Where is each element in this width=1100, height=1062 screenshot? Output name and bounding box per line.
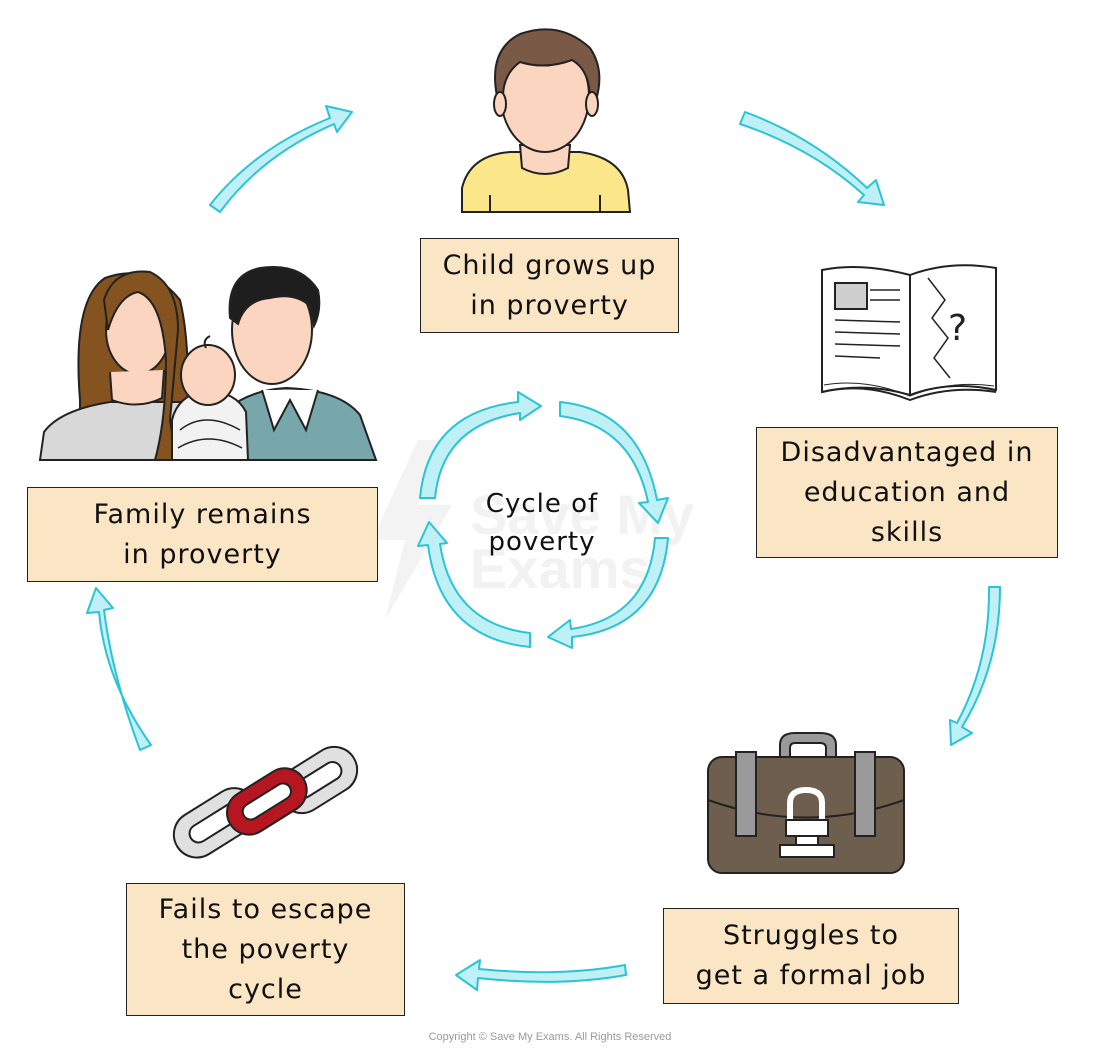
step-disadvantaged: Disadvantaged in education and skills (756, 427, 1058, 558)
briefcase-icon (707, 732, 905, 874)
step-text-line: the poverty (181, 933, 350, 965)
broken-chain-icon (172, 745, 359, 859)
step-text-line: Fails to escape (158, 893, 373, 925)
outer-arrows (86, 105, 1001, 991)
arrow-struggles-to-fails (455, 959, 627, 991)
step-struggles-job: Struggles to get a formal job (663, 908, 959, 1004)
open-book-icon: ? (821, 264, 997, 402)
copyright-notice: Copyright © Save My Exams. All Rights Re… (428, 1031, 672, 1043)
inner-cycle-arrows (417, 391, 669, 649)
inner-arrow-bottom-right (547, 537, 669, 649)
svg-text:?: ? (948, 308, 967, 349)
step-text-line: education and (803, 476, 1011, 508)
step-text-line: skills (870, 516, 944, 548)
center-label: Cycle of poverty (485, 489, 599, 557)
step-family-remains: Family remains in proverty (27, 487, 378, 582)
step-text-line: get a formal job (695, 960, 927, 991)
step-text-line: in proverty (470, 289, 629, 321)
step-text-line: Family remains (93, 498, 312, 530)
arrow-family-to-child (209, 105, 353, 213)
inner-arrow-top-right (559, 401, 669, 524)
step-text-line: Struggles to (722, 920, 900, 951)
step-text-line: Disadvantaged in (780, 436, 1034, 468)
inner-arrow-bottom-left (417, 521, 531, 648)
step-text-line: cycle (228, 973, 303, 1005)
arrow-child-to-disadvantaged (739, 111, 885, 206)
watermark-logo-icon (372, 440, 452, 620)
step-text-line: Child grows up (442, 249, 657, 281)
step-text-line: in proverty (123, 538, 282, 570)
family-icon (38, 266, 378, 461)
inner-arrow-top-left (419, 391, 542, 499)
step-child-grows-up: Child grows up in proverty (420, 238, 679, 333)
arrow-disadvantaged-to-struggles (949, 586, 1001, 746)
arrow-fails-to-family (86, 587, 152, 751)
child-icon (461, 28, 632, 213)
step-fails-to-escape: Fails to escape the poverty cycle (126, 883, 405, 1016)
